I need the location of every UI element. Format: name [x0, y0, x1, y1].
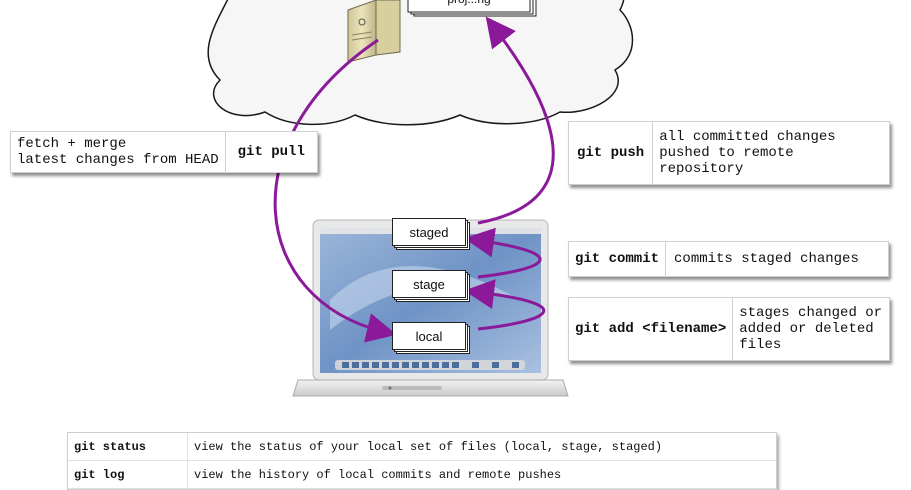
git-add-desc-line1: stages changed or [739, 305, 883, 321]
table-row: git log view the history of local commit… [68, 461, 776, 489]
git-push-note: git push all committed changes pushed to… [568, 121, 890, 185]
git-push-description: all committed changes pushed to remote r… [652, 122, 841, 184]
git-commit-note: git commit commits staged changes [568, 241, 889, 277]
git-add-desc-line2: added or deleted [739, 321, 874, 337]
git-pull-description: fetch + merge latest changes from HEAD [11, 132, 225, 172]
git-commit-command: git commit [575, 251, 660, 267]
table-cell-description: view the history of local commits and re… [194, 467, 562, 482]
git-pull-desc-line2: latest changes from HEAD [17, 152, 219, 168]
commit-arrow [464, 227, 542, 279]
git-add-desc-line3: files [739, 337, 782, 353]
flow-arrows [273, 16, 555, 343]
staged-label: staged [392, 218, 466, 246]
git-push-desc-line2: pushed to remote [659, 145, 794, 161]
staged-stack: staged [392, 218, 470, 250]
git-pull-command: git pull [224, 132, 317, 172]
git-pull-note: fetch + merge latest changes from HEAD g… [10, 131, 318, 173]
git-add-command: git add <filename> [575, 321, 727, 337]
git-push-desc-line1: all committed changes [659, 129, 836, 145]
local-stack: local [392, 322, 470, 354]
local-label: local [392, 322, 466, 350]
stage-stack: stage [392, 270, 470, 302]
git-push-command: git push [577, 145, 645, 161]
pull-arrow [273, 38, 397, 343]
git-pull-desc-line1: fetch + merge [17, 136, 127, 152]
git-commit-description: commits staged changes [665, 242, 867, 276]
add-arrow [464, 279, 546, 331]
table-cell-command: git status [68, 433, 188, 460]
push-arrow [477, 16, 555, 225]
remote-project-stack [407, 0, 537, 17]
git-push-desc-line3: repository [659, 161, 744, 177]
stage-label: stage [392, 270, 466, 298]
table-cell-description: view the status of your local set of fil… [194, 439, 663, 454]
remote-project-label: proj...ng [408, 0, 530, 12]
table-cell-command: git log [68, 461, 188, 488]
table-row: git status view the status of your local… [68, 433, 776, 461]
command-table: git status view the status of your local… [67, 432, 777, 490]
git-add-note: git add <filename> stages changed or add… [568, 297, 890, 361]
remote-cloud [207, 0, 634, 126]
git-add-description: stages changed or added or deleted files [732, 298, 888, 360]
server-icon [347, 0, 401, 63]
